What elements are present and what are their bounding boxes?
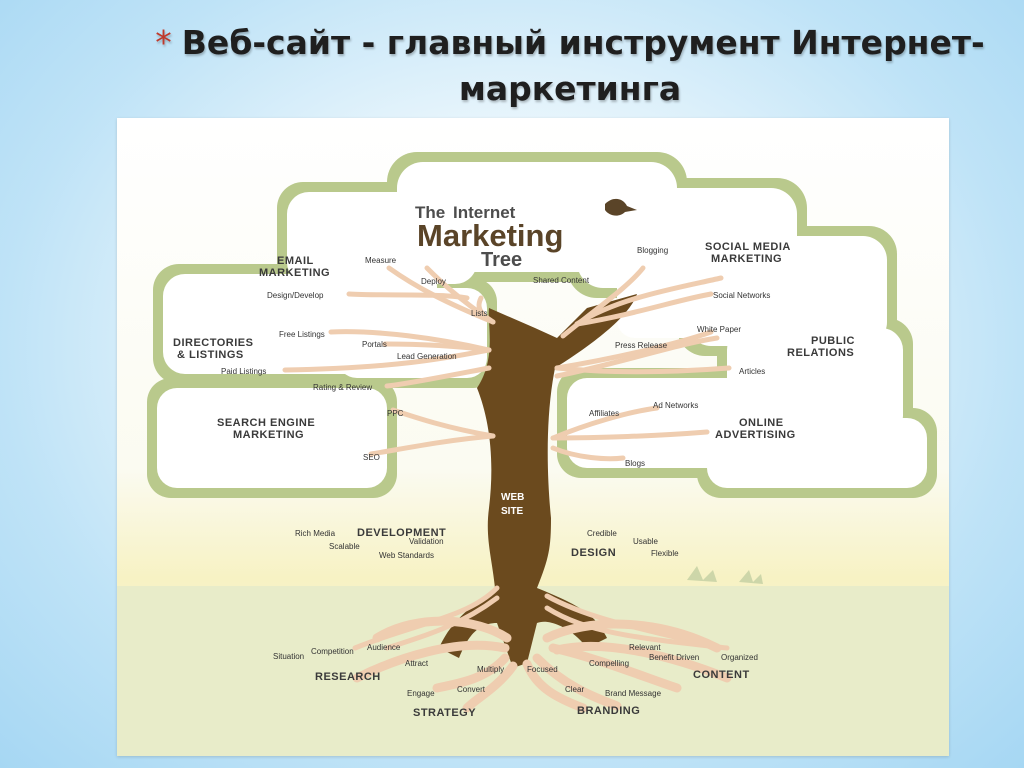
internet-marketing-tree-figure: The Internet Marketing Tree WEB SITE EMA… (117, 118, 949, 756)
tree-crown-fill (157, 162, 927, 488)
label-ad-networks: Ad Networks (653, 401, 698, 410)
label-convert: Convert (457, 685, 486, 694)
label-rating-review: Rating & Review (313, 383, 372, 392)
label-design-develop: Design/Develop (267, 291, 324, 300)
category-strategy: STRATEGY (413, 707, 476, 719)
category-social-marketing: MARKETING (711, 253, 782, 265)
label-benefit-driven: Benefit Driven (649, 653, 699, 662)
category-development: DEVELOPMENT (357, 527, 446, 539)
label-press-release: Press Release (615, 341, 668, 350)
label-engage: Engage (407, 689, 435, 698)
category-research: RESEARCH (315, 671, 381, 683)
category-search-engine: SEARCH ENGINE (217, 417, 315, 429)
label-organized: Organized (721, 653, 758, 662)
label-scalable: Scalable (329, 542, 360, 551)
trunk-label-site: SITE (501, 506, 524, 517)
category-social-media: SOCIAL MEDIA (705, 241, 791, 253)
category-relations: RELATIONS (787, 347, 854, 359)
title-bullet: * (155, 23, 172, 62)
category-search-marketing: MARKETING (233, 429, 304, 441)
category-email-marketing: MARKETING (259, 267, 330, 279)
label-relevant: Relevant (629, 643, 661, 652)
label-blogging: Blogging (637, 246, 668, 255)
label-focused: Focused (527, 665, 558, 674)
label-shared-content: Shared Content (533, 276, 590, 285)
label-usable: Usable (633, 537, 658, 546)
tree-roots (352, 616, 732, 713)
tree-trunk (439, 294, 637, 668)
category-design: DESIGN (571, 547, 616, 559)
tree-title-tree: Tree (481, 249, 522, 271)
label-lists: Lists (471, 309, 487, 318)
label-compelling: Compelling (589, 659, 629, 668)
label-affiliates: Affiliates (589, 409, 619, 418)
label-flexible: Flexible (651, 549, 679, 558)
category-directories: DIRECTORIES (173, 337, 253, 349)
tree-title-marketing: Marketing (417, 218, 563, 253)
label-articles: Articles (739, 367, 765, 376)
category-online: ONLINE (739, 417, 784, 429)
label-competition: Competition (311, 647, 354, 656)
grass-tuft (739, 570, 763, 584)
label-clear: Clear (565, 685, 584, 694)
category-email: EMAIL (277, 255, 314, 267)
title-line-1: Веб-сайт - главный инструмент Интернет- (181, 23, 985, 62)
label-rich-media: Rich Media (295, 529, 336, 538)
label-measure: Measure (365, 256, 397, 265)
label-brand-message: Brand Message (605, 689, 662, 698)
tree-title-internet: Internet (453, 203, 516, 222)
label-situation: Situation (273, 652, 304, 661)
label-paid-listings: Paid Listings (221, 367, 266, 376)
label-web-standards: Web Standards (379, 551, 434, 560)
label-portals: Portals (362, 340, 387, 349)
label-credible: Credible (587, 529, 617, 538)
label-deploy: Deploy (421, 277, 446, 286)
label-attract: Attract (405, 659, 429, 668)
label-white-paper: White Paper (697, 325, 741, 334)
label-ppc: PPC (387, 409, 404, 418)
category-public: PUBLIC (811, 335, 855, 347)
label-blogs: Blogs (625, 459, 645, 468)
label-multiply: Multiply (477, 665, 504, 674)
label-validation: Validation (409, 537, 444, 546)
category-branding: BRANDING (577, 705, 640, 717)
trunk-label-web: WEB (501, 492, 524, 503)
slide-title: *Веб-сайт - главный инструмент Интернет-… (150, 20, 990, 112)
label-lead-generation: Lead Generation (397, 352, 457, 361)
label-free-listings: Free Listings (279, 330, 325, 339)
tree-diagram: The Internet Marketing Tree WEB SITE EMA… (117, 118, 949, 756)
label-audience: Audience (367, 643, 401, 652)
grass-tuft (687, 566, 717, 582)
tree-title-the: The (415, 203, 445, 222)
label-seo: SEO (363, 453, 380, 462)
category-content: CONTENT (693, 669, 750, 681)
label-social-networks: Social Networks (713, 291, 770, 300)
title-line-2: маркетинга (458, 69, 682, 108)
bird-icon (605, 198, 637, 216)
category-listings: & LISTINGS (177, 349, 244, 361)
category-advertising: ADVERTISING (715, 429, 796, 441)
